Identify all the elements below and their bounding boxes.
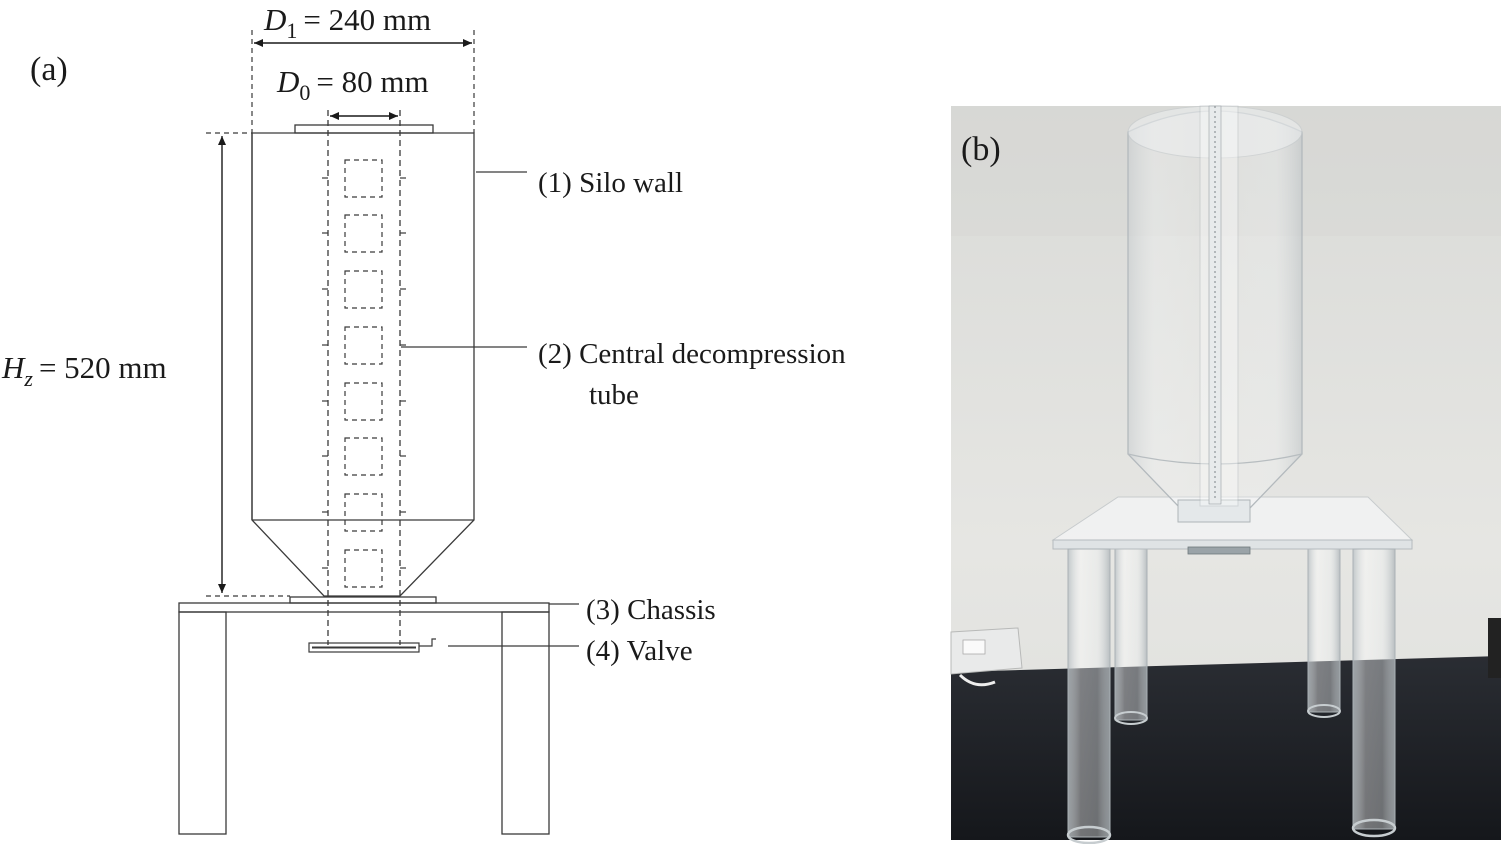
panel-b-photo: (b) (950, 105, 1501, 844)
svg-text:(3) Chassis: (3) Chassis (586, 594, 716, 626)
dimension-d0: D0= 80 mm (276, 64, 429, 120)
photo-power-outlet (950, 627, 1023, 687)
tube-window (344, 159, 383, 198)
panel-a-schematic: (a) (1, 2, 846, 835)
tube-window (344, 326, 383, 365)
svg-text:(1) Silo wall: (1) Silo wall (538, 167, 683, 199)
callout-1-text: Silo wall (579, 167, 683, 199)
d1-subscript: 1 (286, 18, 297, 43)
d0-value: = 80 mm (316, 64, 428, 99)
hz-value: = 520 mm (39, 350, 167, 385)
svg-text:(4) Valve: (4) Valve (586, 635, 693, 667)
d0-subscript: 0 (299, 80, 310, 105)
callout-2-text-line2: tube (589, 379, 639, 411)
tube-window (344, 270, 383, 309)
tube-window (344, 493, 383, 532)
callout-chassis: (3) Chassis (549, 594, 716, 626)
photo-dark-object (1488, 618, 1501, 678)
callout-4-text: Valve (627, 635, 693, 667)
callout-1-number: (1) (538, 167, 572, 199)
tube-window (344, 437, 383, 476)
valve-outline (308, 638, 436, 653)
photo-back-legs (1114, 539, 1341, 725)
svg-text:D1= 240 mm: D1= 240 mm (263, 2, 431, 43)
svg-text:D0= 80 mm: D0= 80 mm (276, 64, 429, 105)
central-tube (327, 110, 401, 645)
photo-front-legs (1066, 548, 1397, 844)
tube-window (344, 549, 383, 588)
panel-a-label: (a) (30, 51, 68, 88)
photo-black-bench (951, 656, 1501, 840)
callout-silo-wall: (1) Silo wall (476, 167, 683, 199)
tube-windows (322, 159, 406, 588)
dimension-hz: Hz= 520 mm (1, 132, 290, 597)
tube-window (344, 382, 383, 421)
callout-3-number: (3) (586, 594, 620, 626)
chassis-outline (178, 596, 550, 835)
d0-symbol: D (276, 64, 299, 99)
callout-4-number: (4) (586, 635, 620, 667)
panel-b-label: (b) (961, 131, 1001, 168)
d1-symbol: D (263, 2, 286, 37)
silo-wall-outline (251, 124, 475, 597)
photo-silo-cylinder (1127, 105, 1303, 523)
callout-3-text: Chassis (627, 594, 716, 626)
dimension-d1: D1= 240 mm (251, 2, 475, 133)
callout-valve: (4) Valve (448, 635, 693, 667)
svg-text:Hz= 520 mm: Hz= 520 mm (1, 350, 167, 391)
hz-subscript: z (23, 366, 33, 391)
callout-central-tube: (2) Central decompression tube (401, 338, 846, 411)
svg-text:(2) Central decompress: (2) Central decompression (538, 338, 846, 370)
callout-2-number: (2) (538, 338, 572, 370)
callout-2-text: Central decompression (579, 338, 846, 370)
tube-window (344, 214, 383, 253)
hz-symbol: H (1, 350, 26, 385)
d1-value: = 240 mm (303, 2, 431, 37)
